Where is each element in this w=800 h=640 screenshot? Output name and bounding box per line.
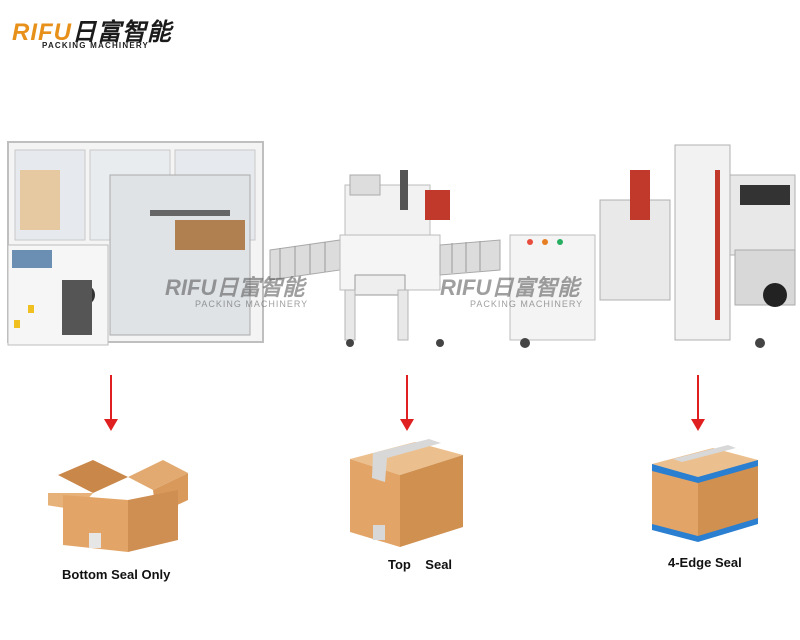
watermark-left: RIFU日富智能 PACKING MACHINERY	[165, 275, 309, 309]
four-edge-sealer-machine	[509, 144, 796, 348]
roller-conveyor-middle	[439, 239, 501, 276]
logo-brand: RIFU日富智能	[12, 19, 172, 46]
watermark-right: RIFU日富智能 PACKING MACHINERY	[440, 275, 584, 309]
caption-bottom-seal: Bottom Seal Only	[62, 567, 171, 582]
down-arrow-icon	[691, 375, 705, 431]
down-arrow-icon	[104, 375, 118, 431]
caption-four-edge-seal: 4-Edge Seal	[668, 555, 742, 570]
open-box-bottom-seal	[48, 460, 188, 552]
top-sealer-machine	[339, 170, 450, 347]
packing-line-illustration	[7, 141, 796, 348]
logo-subtitle: PACKING MACHINERY	[42, 41, 150, 50]
carton-erector-machine	[7, 141, 264, 346]
company-logo: RIFU日富智能 PACKING MACHINERY	[12, 12, 182, 52]
caption-top-seal: Top Seal	[388, 557, 453, 572]
closed-box-four-edge-seal	[652, 445, 758, 542]
down-arrow-icon	[400, 375, 414, 431]
closed-box-top-seal	[350, 439, 463, 547]
